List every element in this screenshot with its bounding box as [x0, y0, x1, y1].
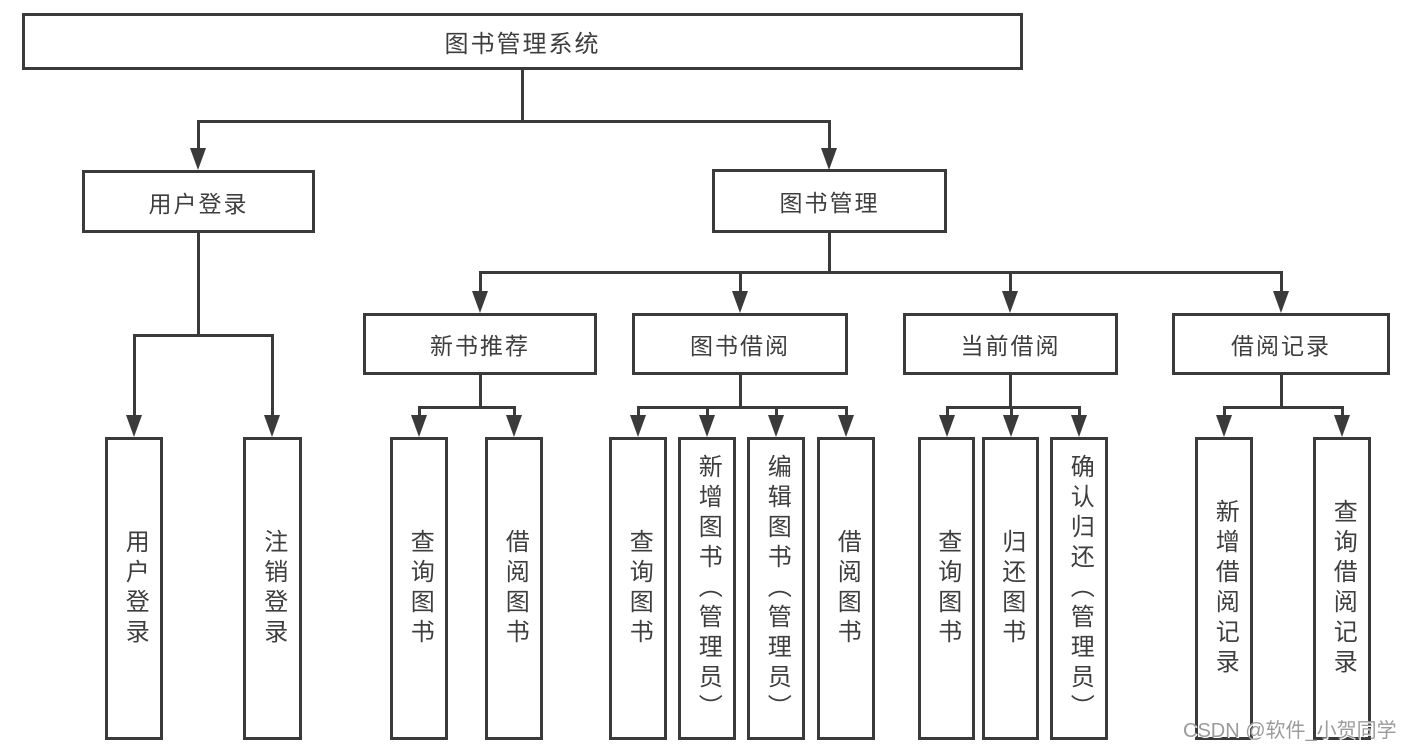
connector-drop-user-login-split-1 [270, 335, 274, 421]
arrowhead-down-icon [1002, 291, 1018, 313]
node-label-leaf-nbr-query-book: 查询图书 [406, 528, 434, 649]
connector-drop-new-book-split-0 [417, 407, 421, 421]
connector-drop-user-login-split-0 [132, 335, 136, 421]
connector-drop-book-management-split-3 [1279, 272, 1283, 297]
connector-bar-new-book-split [417, 405, 516, 409]
connector-drop-book-borrow-split-3 [844, 407, 848, 421]
connector-stem-user-login-split [196, 233, 200, 337]
connector-drop-book-management-split-2 [1008, 272, 1012, 297]
connector-stem-current-borrow-split [1008, 375, 1012, 409]
connector-bar-user-login-split [132, 333, 274, 337]
arrowhead-down-icon [411, 415, 427, 437]
node-label-leaf-bb-borrow-book: 借阅图书 [833, 528, 861, 649]
connector-drop-borrow-records-split-0 [1222, 407, 1226, 421]
node-leaf-user-login: 用户登录 [105, 437, 163, 740]
arrowhead-down-icon [768, 415, 784, 437]
node-current-borrow: 当前借阅 [903, 313, 1118, 375]
node-leaf-bb-edit-book: 编辑图书（管理员） [747, 437, 805, 740]
arrowhead-down-icon [732, 291, 748, 313]
connector-drop-borrow-records-split-1 [1340, 407, 1344, 421]
node-leaf-logout: 注销登录 [243, 437, 302, 740]
node-label-leaf-br-add-record: 新增借阅记录 [1211, 498, 1239, 679]
node-label-leaf-bb-edit-book: 编辑图书（管理员） [763, 453, 791, 724]
arrowhead-down-icon [939, 415, 955, 437]
node-leaf-cb-return-book: 归还图书 [982, 437, 1039, 740]
node-label-leaf-bb-query-book: 查询图书 [625, 528, 653, 649]
connector-bar-borrow-records-split [1222, 405, 1344, 409]
node-label-leaf-nbr-borrow-book: 借阅图书 [501, 528, 529, 649]
connector-drop-current-borrow-split-0 [945, 407, 949, 421]
node-label-book-borrow: 图书借阅 [690, 333, 790, 359]
node-leaf-cb-confirm-return: 确认归还（管理员） [1050, 437, 1108, 740]
node-label-leaf-cb-confirm-return: 确认归还（管理员） [1066, 453, 1094, 724]
connector-bar-book-management-split [478, 270, 1283, 274]
node-leaf-bb-add-book: 新增图书（管理员） [678, 437, 736, 740]
node-new-book-recommend: 新书推荐 [363, 313, 597, 375]
node-leaf-nbr-borrow-book: 借阅图书 [485, 437, 543, 740]
node-label-current-borrow: 当前借阅 [960, 333, 1061, 359]
arrowhead-down-icon [1334, 415, 1350, 437]
node-book-management: 图书管理 [712, 169, 947, 233]
connector-drop-book-management-split-0 [478, 272, 482, 297]
node-label-new-book-recommend: 新书推荐 [430, 333, 530, 359]
node-label-book-management: 图书管理 [779, 190, 880, 216]
node-label-root: 图书管理系统 [444, 31, 601, 58]
arrowhead-down-icon [506, 415, 522, 437]
arrowhead-down-icon [264, 415, 280, 437]
connector-bar-book-borrow-split [636, 405, 848, 409]
node-label-leaf-cb-return-book: 归还图书 [997, 528, 1025, 649]
arrowhead-down-icon [1273, 291, 1289, 313]
node-leaf-bb-query-book: 查询图书 [609, 437, 667, 740]
node-leaf-bb-borrow-book: 借阅图书 [817, 437, 875, 740]
connector-drop-root-split-0 [196, 121, 200, 154]
node-leaf-br-query-record: 查询借阅记录 [1313, 437, 1371, 740]
node-user-login: 用户登录 [82, 170, 315, 233]
arrowhead-down-icon [699, 415, 715, 437]
arrowhead-down-icon [1216, 415, 1232, 437]
connector-drop-new-book-split-1 [512, 407, 516, 421]
node-leaf-cb-query-book: 查询图书 [918, 437, 975, 740]
arrowhead-down-icon [472, 291, 488, 313]
arrowhead-down-icon [126, 415, 142, 437]
connector-stem-root-split [520, 70, 524, 123]
connector-stem-book-management-split [827, 233, 831, 274]
node-leaf-nbr-query-book: 查询图书 [390, 437, 448, 740]
node-label-leaf-bb-add-book: 新增图书（管理员） [694, 453, 722, 724]
connector-drop-current-borrow-split-2 [1077, 407, 1081, 421]
node-leaf-br-add-record: 新增借阅记录 [1195, 437, 1253, 740]
connector-stem-new-book-split [478, 375, 482, 409]
connector-stem-borrow-records-split [1279, 375, 1283, 409]
arrowhead-down-icon [1003, 415, 1019, 437]
connector-drop-book-borrow-split-2 [774, 407, 778, 421]
node-borrow-records: 借阅记录 [1172, 313, 1390, 375]
node-label-leaf-br-query-record: 查询借阅记录 [1329, 498, 1357, 679]
node-label-leaf-user-login: 用户登录 [121, 528, 149, 649]
connector-drop-book-management-split-1 [738, 272, 742, 297]
node-root: 图书管理系统 [22, 13, 1023, 70]
node-label-borrow-records: 借阅记录 [1231, 333, 1331, 359]
node-label-leaf-logout: 注销登录 [259, 528, 287, 649]
connector-stem-book-borrow-split [738, 375, 742, 409]
connector-drop-root-split-1 [827, 121, 831, 154]
node-label-leaf-cb-query-book: 查询图书 [933, 528, 961, 649]
connector-drop-current-borrow-split-1 [1009, 407, 1013, 421]
arrowhead-down-icon [838, 415, 854, 437]
connector-bar-root-split [196, 119, 831, 123]
node-label-user-login: 用户登录 [148, 190, 249, 217]
arrowhead-down-icon [1071, 415, 1087, 437]
connector-bar-current-borrow-split [945, 405, 1081, 409]
arrowhead-down-icon [821, 148, 837, 170]
arrowhead-down-icon [190, 148, 206, 170]
arrowhead-down-icon [630, 415, 646, 437]
connector-drop-book-borrow-split-1 [705, 407, 709, 421]
node-book-borrow: 图书借阅 [632, 313, 848, 375]
connector-drop-book-borrow-split-0 [636, 407, 640, 421]
